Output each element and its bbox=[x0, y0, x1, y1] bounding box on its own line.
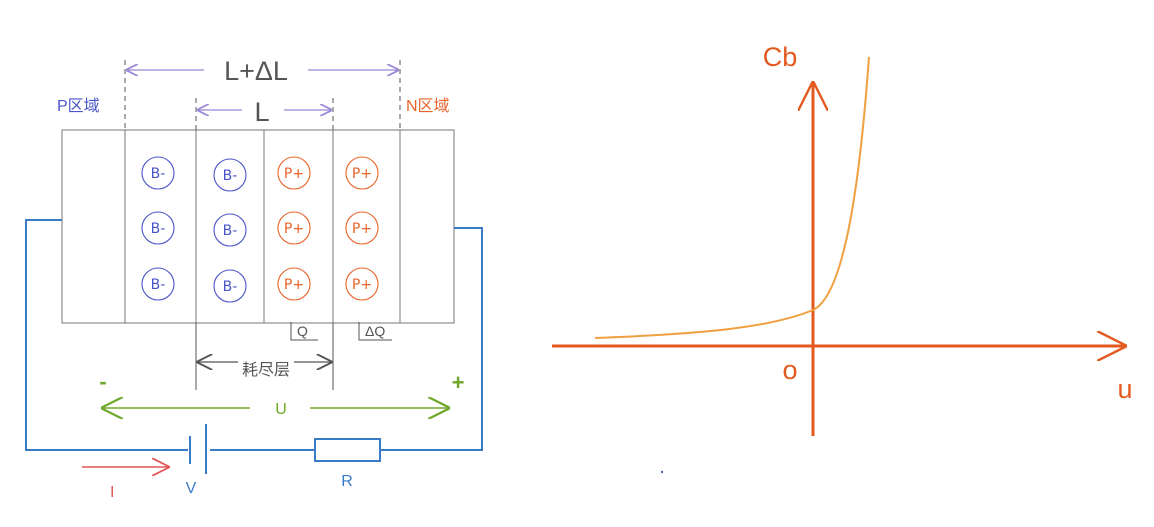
donor-ion: P+ bbox=[277, 267, 311, 301]
charge-dq-bracket bbox=[358, 322, 392, 341]
ion-label: P+ bbox=[352, 277, 372, 293]
battery-symbol bbox=[189, 424, 207, 474]
capacitance-voltage-graph: Cb u o bbox=[552, 42, 1133, 474]
ion-label: P+ bbox=[284, 277, 304, 293]
ion-circle bbox=[345, 267, 379, 301]
battery-label: V bbox=[186, 480, 197, 497]
inner-width-label: L bbox=[254, 97, 269, 127]
acceptor-ion: B- bbox=[141, 211, 175, 245]
positive-terminal-label: + bbox=[452, 370, 465, 395]
ion-label: B- bbox=[223, 279, 238, 295]
ion-circle bbox=[213, 158, 247, 192]
depletion-label: 耗尽层 bbox=[242, 361, 290, 379]
acceptor-ion: B- bbox=[141, 156, 175, 190]
y-axis-label: Cb bbox=[763, 42, 798, 72]
acceptor-ion: B- bbox=[141, 267, 175, 301]
acceptor-ion: B- bbox=[213, 158, 247, 192]
current-label: I bbox=[110, 484, 114, 501]
circuit-wire bbox=[25, 219, 483, 451]
voltage-label: U bbox=[275, 401, 287, 418]
charge-q-bracket bbox=[290, 322, 318, 341]
resistor-label: R bbox=[341, 473, 353, 490]
acceptor-ion: B- bbox=[213, 269, 247, 303]
origin-label: o bbox=[782, 355, 797, 385]
negative-terminal-label: - bbox=[99, 369, 106, 394]
acceptor-ion: B- bbox=[213, 213, 247, 247]
charge-dq-label: ΔQ bbox=[365, 323, 385, 339]
capacitance-curve bbox=[594, 56, 870, 339]
semiconductor-body bbox=[61, 129, 455, 324]
ion-circle bbox=[141, 211, 175, 245]
total-width-label: L+ΔL bbox=[224, 56, 288, 86]
x-axis-label: u bbox=[1117, 374, 1132, 404]
ion-label: P+ bbox=[284, 166, 304, 182]
depletion-dimension bbox=[195, 323, 334, 390]
ion-circle bbox=[345, 156, 379, 190]
ion-label: P+ bbox=[284, 221, 304, 237]
pn-junction-diagram: L+ΔL L P区域 N区域 B-B-B-B-B-B-P+P+P+P+P+P+ … bbox=[25, 56, 483, 501]
ion-label: B- bbox=[151, 166, 166, 182]
ion-circle bbox=[345, 211, 379, 245]
donor-ion: P+ bbox=[277, 211, 311, 245]
ion-label: B- bbox=[151, 277, 166, 293]
ion-circle bbox=[277, 156, 311, 190]
stray-dot bbox=[660, 470, 664, 474]
ion-circle bbox=[141, 267, 175, 301]
donor-ion: P+ bbox=[277, 156, 311, 190]
ion-circle bbox=[277, 267, 311, 301]
ion-circle bbox=[213, 213, 247, 247]
ion-circle bbox=[213, 269, 247, 303]
ion-label: P+ bbox=[352, 221, 372, 237]
ion-grid: B- B- B- B- B- B- P+ P+ P+ P+ P+ P+ bbox=[141, 156, 379, 303]
width-guides bbox=[124, 60, 401, 130]
ion-label: B- bbox=[223, 168, 238, 184]
p-region-label: P区域 bbox=[57, 97, 100, 115]
donor-ion: P+ bbox=[345, 156, 379, 190]
charge-q-label: Q bbox=[297, 323, 308, 339]
ion-label: B- bbox=[151, 221, 166, 237]
n-region-label: N区域 bbox=[406, 97, 450, 115]
ion-label: B- bbox=[223, 223, 238, 239]
ion-circle bbox=[141, 156, 175, 190]
donor-ion: P+ bbox=[345, 211, 379, 245]
donor-ion: P+ bbox=[345, 267, 379, 301]
ion-circle bbox=[277, 211, 311, 245]
resistor-symbol bbox=[314, 438, 381, 462]
layer-dividers bbox=[124, 130, 401, 323]
ion-label: P+ bbox=[352, 166, 372, 182]
